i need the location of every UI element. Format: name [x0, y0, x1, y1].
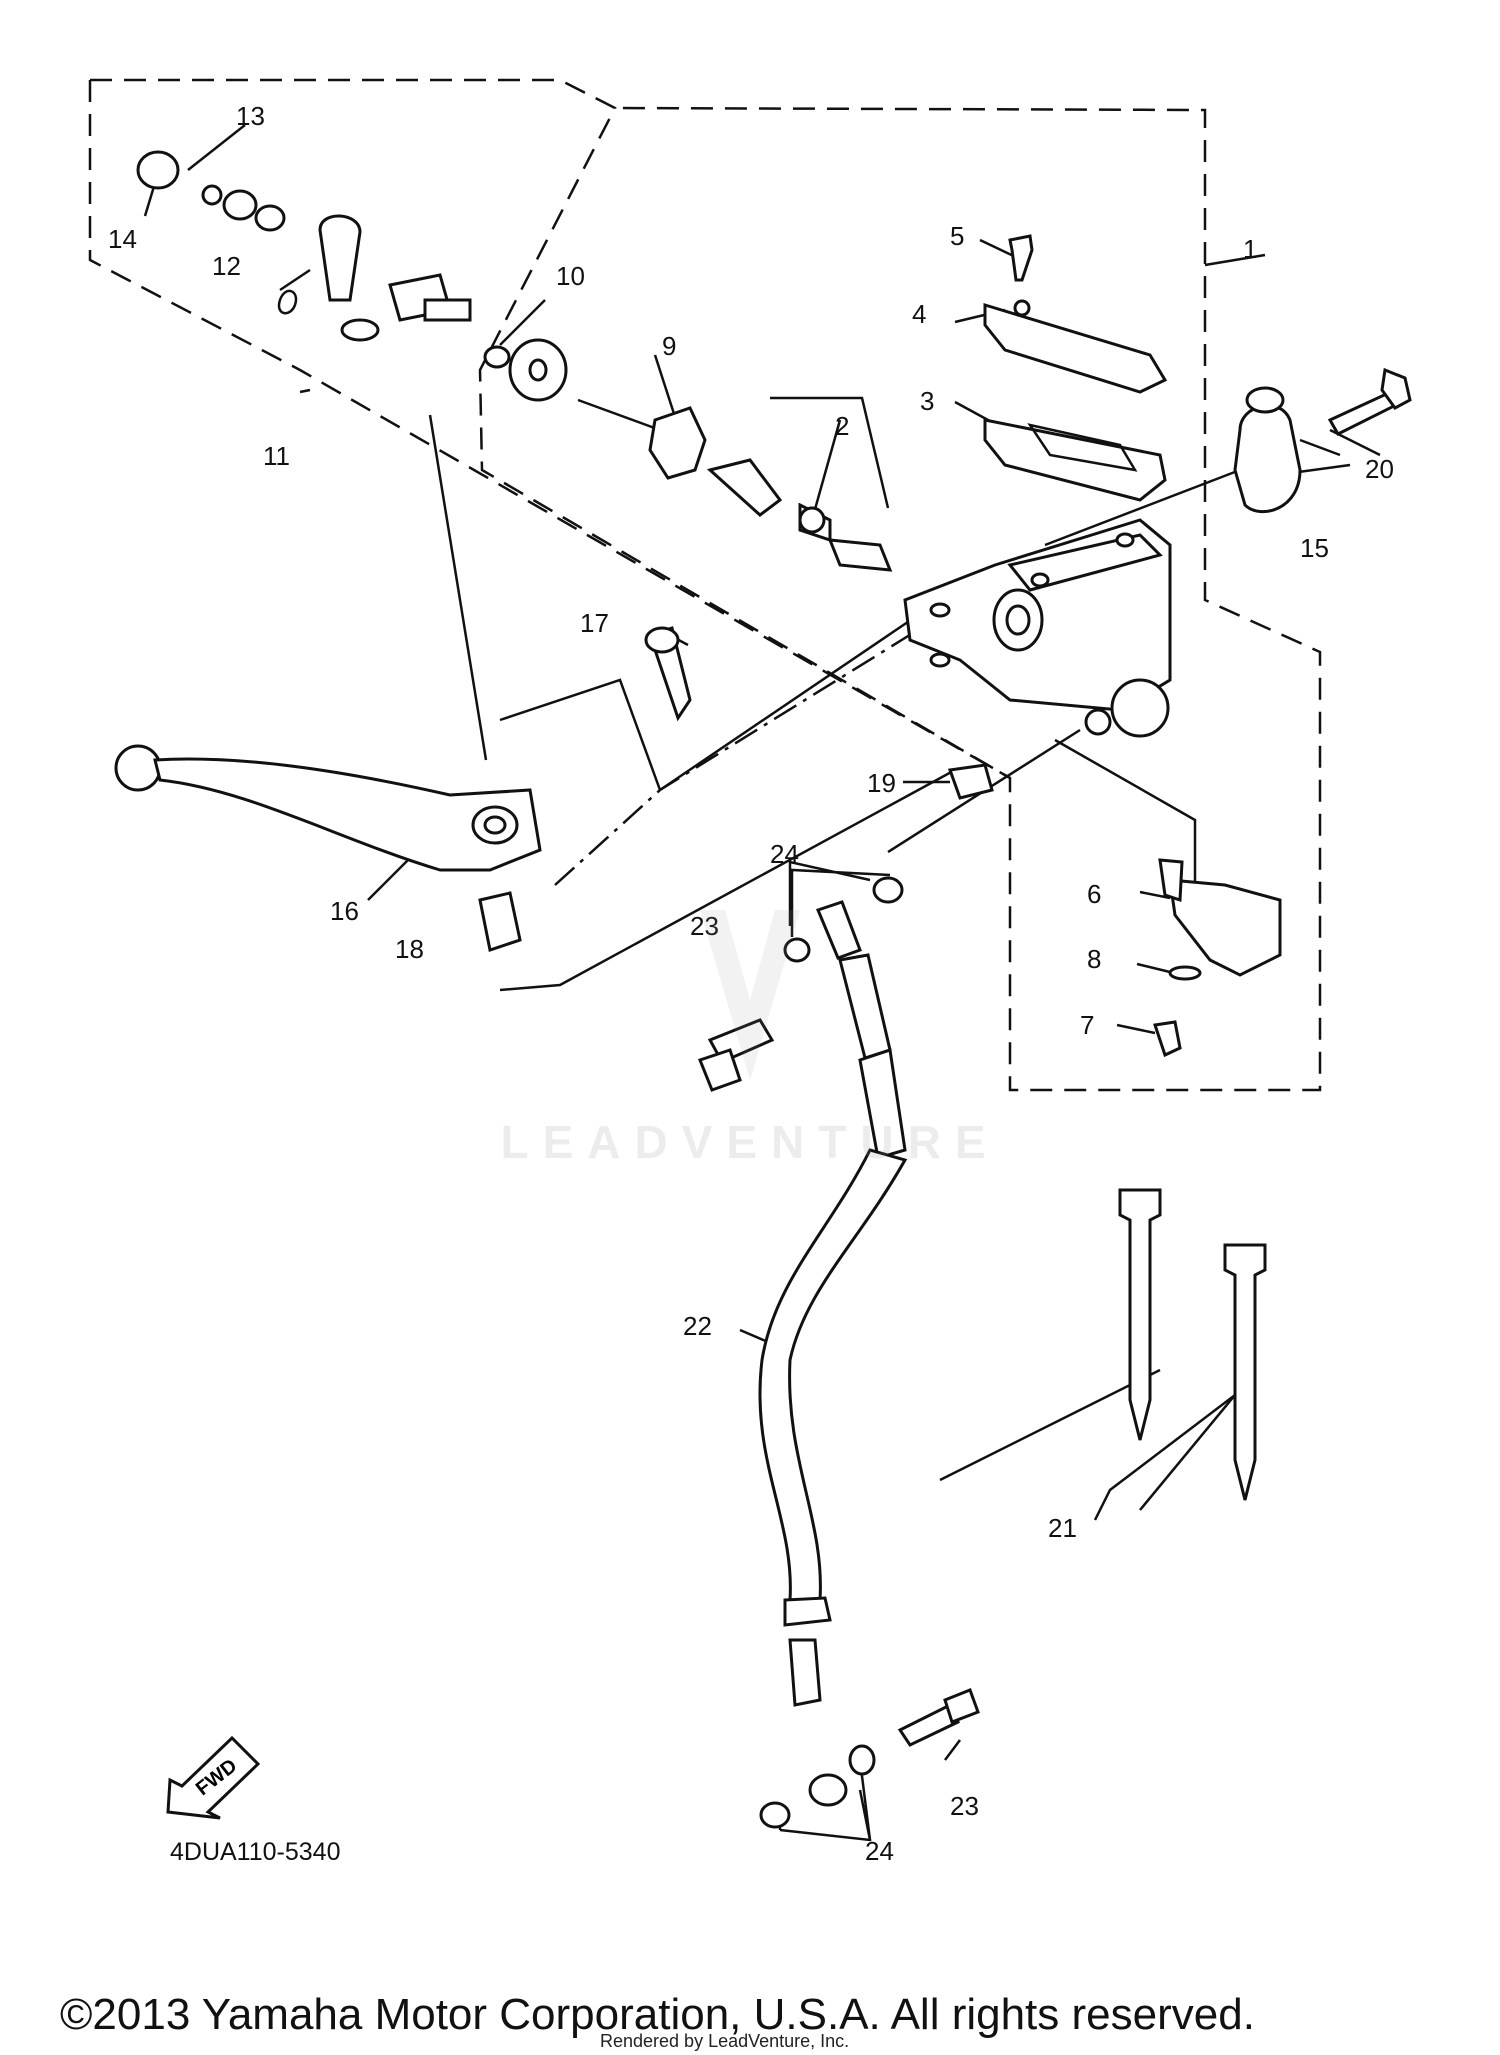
copyright-notice: ©2013 Yamaha Motor Corporation, U.S.A. A…	[60, 1990, 1255, 2039]
callout-1: 1	[1243, 234, 1257, 264]
callout-9: 9	[662, 331, 676, 361]
callout-16: 16	[330, 896, 359, 926]
brake-hose	[758, 900, 908, 1807]
callout-13: 13	[236, 101, 265, 131]
union-bolts	[698, 876, 980, 1829]
callout-19: 19	[867, 768, 896, 798]
callout-5: 5	[950, 221, 964, 251]
callout-11: 11	[263, 441, 290, 471]
reservoir-cap-parts	[983, 234, 1168, 502]
brake-lever	[114, 744, 542, 952]
lever-bolt-and-nut	[644, 626, 994, 800]
callout-24-upper: 24	[770, 839, 799, 869]
callout-4: 4	[912, 299, 926, 329]
callout-labels: 1 2 3 4 5 6 7 8 9 10 11 12 13 14 15 16 1…	[108, 101, 1394, 1866]
leadventure-logo-watermark	[700, 910, 800, 1080]
assembly-outlines	[88, 78, 1322, 1092]
callout-14: 14	[108, 224, 137, 254]
callout-8: 8	[1087, 944, 1101, 974]
rendered-by-notice: Rendered by LeadVenture, Inc.	[600, 2031, 850, 2051]
callout-3: 3	[920, 386, 934, 416]
callout-22: 22	[683, 1311, 712, 1341]
brake-switch	[1153, 858, 1282, 1058]
diagram-reference-code: 4DUA110-5340	[170, 1838, 341, 1866]
adjuster-parts	[136, 150, 472, 342]
callout-24-lower: 24	[865, 1836, 894, 1866]
cable-ties	[1118, 1188, 1267, 1501]
callout-21: 21	[1048, 1513, 1077, 1543]
callout-15: 15	[1300, 533, 1329, 563]
watermark-text: LEADVENTURE	[500, 1116, 1000, 1168]
fwd-arrow: FWD	[166, 1735, 261, 1820]
master-cylinder-body	[903, 518, 1172, 738]
piston-kit	[483, 338, 893, 572]
callout-7: 7	[1080, 1010, 1094, 1040]
callout-18: 18	[395, 934, 424, 964]
callout-2: 2	[835, 411, 849, 441]
callout-23-upper: 23	[690, 911, 719, 941]
holder-and-bolt	[1233, 367, 1412, 514]
callout-17: 17	[580, 608, 609, 638]
callout-10: 10	[556, 261, 585, 291]
callout-12: 12	[212, 251, 241, 281]
callout-23-lower: 23	[950, 1791, 979, 1821]
callout-20: 20	[1365, 454, 1394, 484]
callout-6: 6	[1087, 879, 1101, 909]
